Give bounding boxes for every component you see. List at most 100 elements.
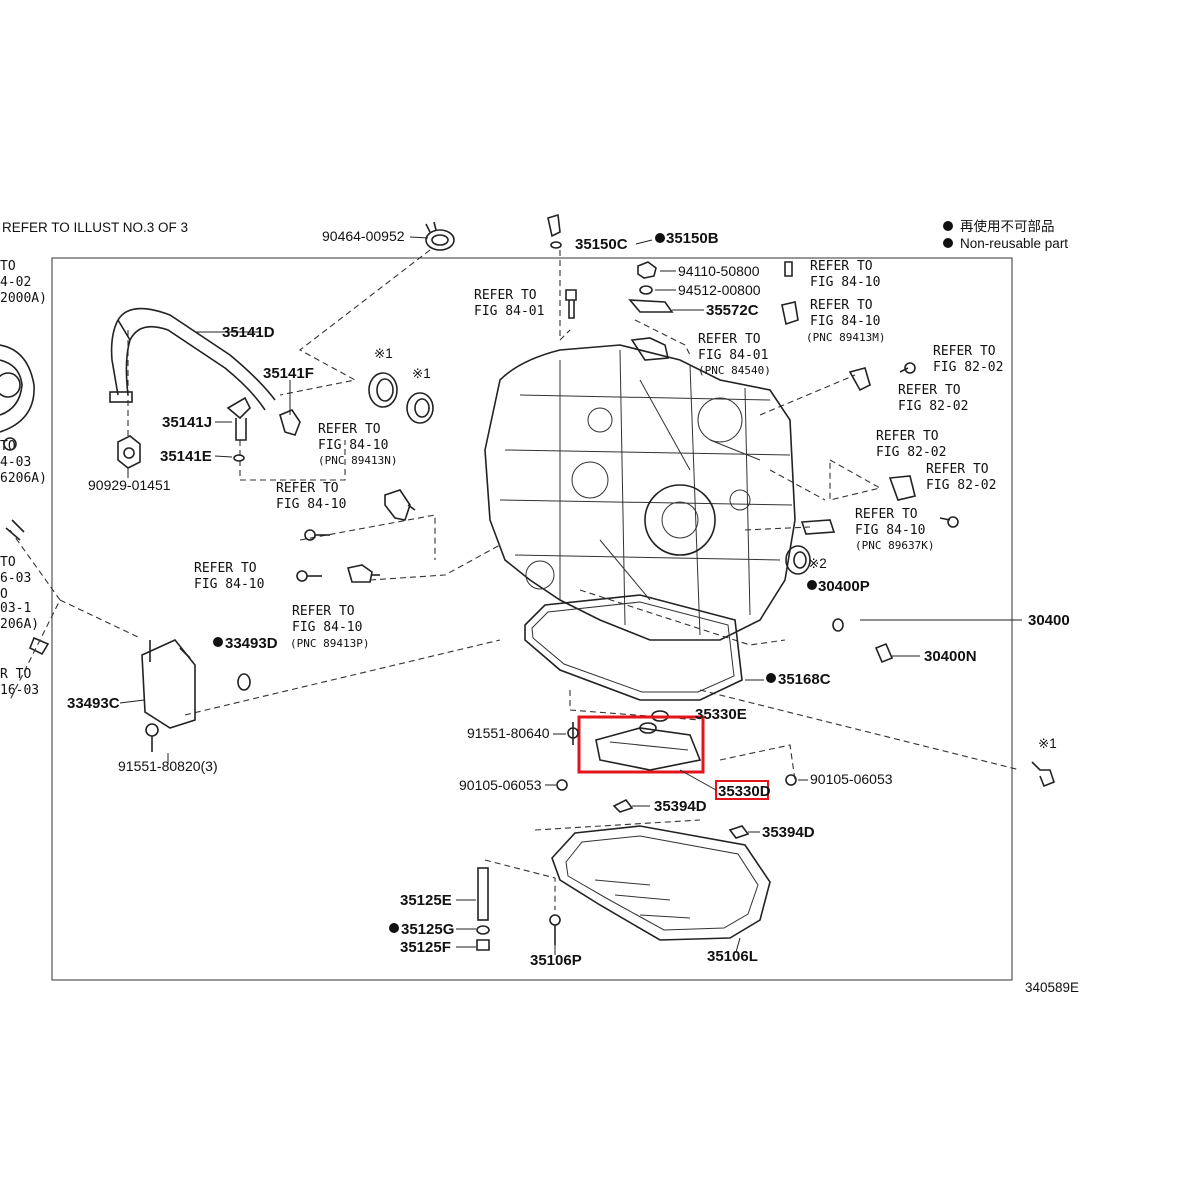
- hose-35141D: [109, 307, 276, 411]
- svg-text:※1: ※1: [1038, 736, 1057, 751]
- non-reusable-markers: [213, 233, 817, 933]
- bullet-icon: [213, 637, 223, 647]
- bolt-84-10-a: [304, 529, 330, 541]
- transaxle-housing: [484, 344, 796, 641]
- bolt-90105-left: [556, 779, 568, 791]
- torque-converter-partial: [0, 344, 35, 451]
- svg-text:6-03: 6-03: [0, 571, 31, 586]
- bracket-82-02-a: [848, 367, 871, 392]
- left-cut-text: TO 4-02 2000A) TO 4-03 6206A) TO 6-03 O …: [0, 259, 47, 698]
- svg-text:206A): 206A): [0, 617, 39, 632]
- label-33493D: 33493D: [225, 635, 278, 652]
- bullet-icon: [943, 238, 953, 248]
- label-91551-80820: 91551-80820(3): [118, 758, 218, 774]
- nut-94110: [637, 261, 657, 295]
- label-30400N: 30400N: [924, 648, 977, 665]
- svg-text:REFER TO: REFER TO: [810, 298, 873, 313]
- svg-text:FIG 82-02: FIG 82-02: [933, 360, 1003, 375]
- label-35150C: 35150C: [575, 236, 628, 253]
- part-labels: 90464-00952 35150C 35150B 94110-50800 94…: [67, 228, 1070, 969]
- svg-text:REFER TO: REFER TO: [855, 507, 918, 522]
- svg-text:FIG 84-10: FIG 84-10: [810, 275, 880, 290]
- label-leaders: [119, 236, 1022, 955]
- pipe-35125E: [477, 867, 489, 921]
- label-35106L: 35106L: [707, 948, 758, 965]
- washer-30400P: [832, 618, 844, 632]
- oil-seal-2: [406, 392, 434, 424]
- svg-text:REFER TO: REFER TO: [474, 288, 537, 303]
- oil-strainer-35330D: [595, 710, 702, 771]
- label-35125E: 35125E: [400, 892, 452, 909]
- sensor-89637K: [800, 519, 836, 535]
- bolt-35106P: [549, 914, 561, 945]
- oil-seal-1: [368, 372, 398, 408]
- bolt-90105-right: [785, 774, 797, 786]
- gasket-35125G: [476, 925, 490, 935]
- label-90464: 90464-00952: [322, 228, 405, 244]
- bolt-91551-80820: [145, 723, 159, 752]
- bullet-icon: [655, 233, 665, 243]
- switch-84540: [630, 337, 669, 361]
- svg-text:6206A): 6206A): [0, 471, 47, 486]
- label-35125F: 35125F: [400, 939, 451, 956]
- label-35168C: 35168C: [778, 671, 831, 688]
- svg-text:4-03: 4-03: [0, 455, 31, 470]
- oil-cooler-33493C: [141, 639, 251, 729]
- label-30400P: 30400P: [818, 578, 870, 595]
- label-30400: 30400: [1028, 612, 1070, 629]
- svg-text:(PNC 89413M): (PNC 89413M): [806, 331, 885, 344]
- clip-icon: [28, 636, 50, 656]
- sensor-89413P: [346, 564, 380, 583]
- svg-text:(PNC 89637K): (PNC 89637K): [855, 539, 934, 552]
- label-35141J: 35141J: [162, 414, 212, 431]
- label-90105-right: 90105-06053: [810, 771, 893, 787]
- svg-text:(PNC 89413P): (PNC 89413P): [290, 637, 369, 650]
- svg-text:2000A): 2000A): [0, 291, 47, 306]
- svg-text:(PNC 89413N): (PNC 89413N): [318, 454, 397, 467]
- label-90105-left: 90105-06053: [459, 777, 542, 793]
- svg-text:03-1: 03-1: [0, 601, 31, 616]
- svg-text:FIG 84-10: FIG 84-10: [855, 523, 925, 538]
- label-35572C: 35572C: [706, 302, 759, 319]
- connector-35141J: [226, 396, 251, 441]
- svg-text:TO: TO: [0, 259, 16, 274]
- label-35141E: 35141E: [160, 448, 212, 465]
- diagram-frame: [51, 257, 1013, 981]
- svg-text:FIG 84-10: FIG 84-10: [194, 577, 264, 592]
- label-33493C: 33493C: [67, 695, 120, 712]
- label-35141F: 35141F: [263, 365, 314, 382]
- label-35330D: 35330D: [718, 783, 771, 800]
- bolt-top-84-01: [565, 289, 577, 319]
- bracket-35572C: [628, 299, 674, 313]
- svg-text:TO: TO: [0, 439, 16, 454]
- svg-text:※1: ※1: [412, 366, 431, 381]
- oring-35141E: [233, 454, 245, 462]
- bracket-82-02-b: [888, 475, 916, 501]
- gasket-35168C: [524, 594, 743, 701]
- svg-text:※2: ※2: [808, 556, 827, 571]
- svg-text:4-02: 4-02: [0, 275, 31, 290]
- svg-text:FIG 84-01: FIG 84-01: [698, 348, 768, 363]
- svg-text:FIG 84-10: FIG 84-10: [276, 497, 346, 512]
- svg-text:FIG 82-02: FIG 82-02: [898, 399, 968, 414]
- note-markers: ※1 ※1 ※2 ※1: [374, 346, 1057, 751]
- svg-text:FIG 84-01: FIG 84-01: [474, 304, 544, 319]
- label-94110: 94110-50800: [678, 263, 760, 279]
- bolt-82-02-b: [939, 516, 959, 528]
- svg-text:FIG 84-10: FIG 84-10: [318, 438, 388, 453]
- bullet-icon: [766, 673, 776, 683]
- bolt-84-10-b: [296, 570, 322, 582]
- label-35330E: 35330E: [695, 706, 747, 723]
- svg-text:FIG 82-02: FIG 82-02: [926, 478, 996, 493]
- label-35394D-b: 35394D: [762, 824, 815, 841]
- bullet-icon: [807, 580, 817, 590]
- svg-text:REFER TO: REFER TO: [292, 604, 355, 619]
- svg-text:R TO: R TO: [0, 667, 31, 682]
- bolt-91551-80640: [567, 722, 579, 745]
- svg-text:(PNC 84540): (PNC 84540): [698, 364, 771, 377]
- oring-35394D-a: [612, 798, 634, 813]
- svg-text:FIG 84-10: FIG 84-10: [810, 314, 880, 329]
- bullet-icon: [389, 923, 399, 933]
